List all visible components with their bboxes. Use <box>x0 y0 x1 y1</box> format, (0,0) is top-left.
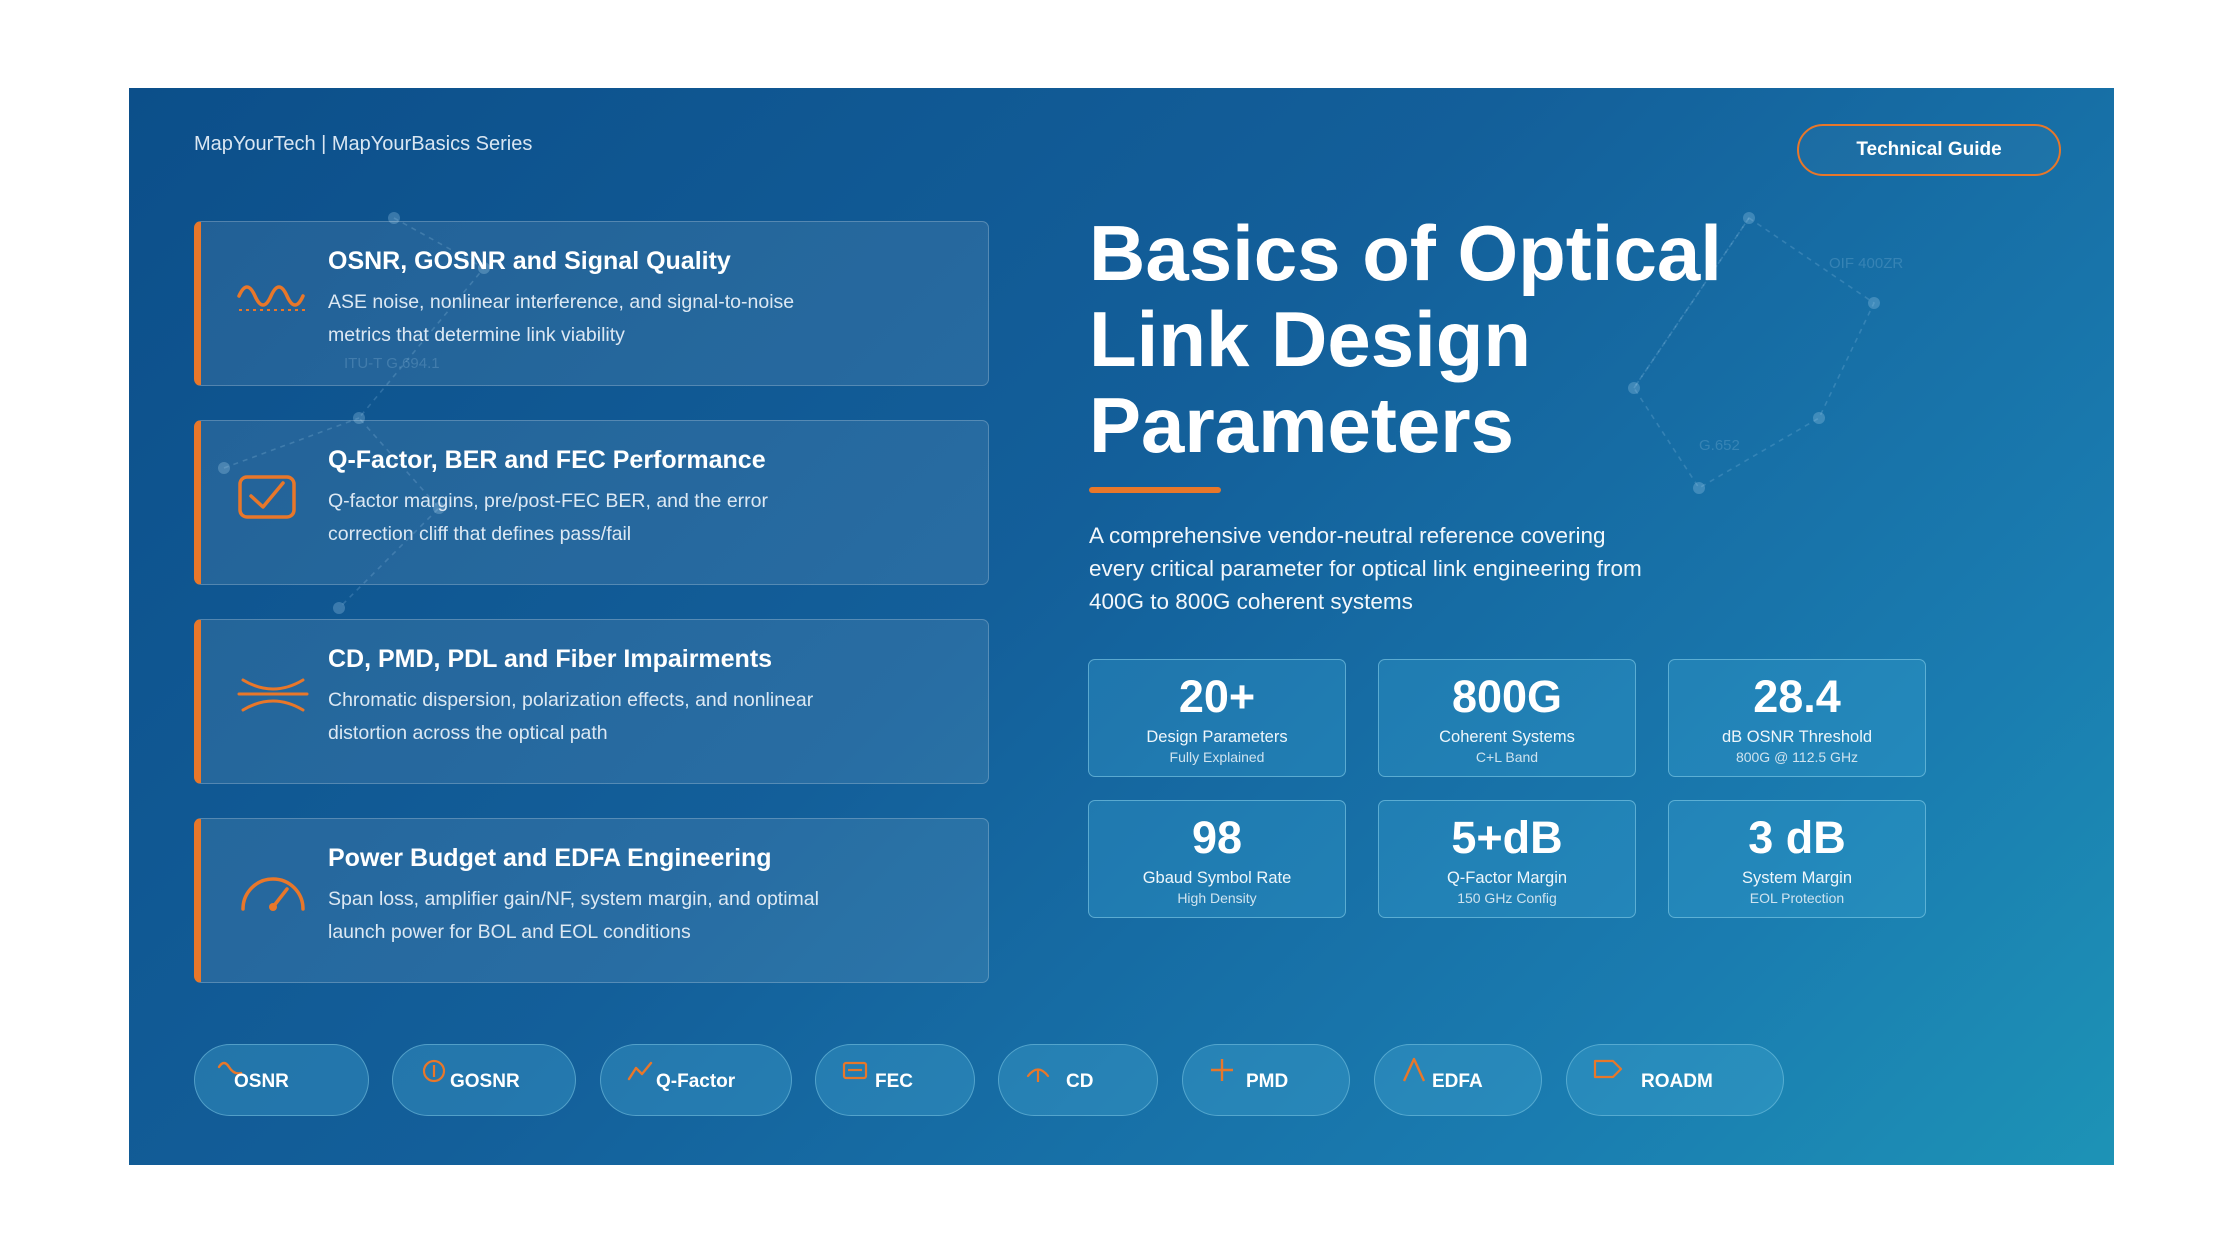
page-title: Basics of Optical Link Design Parameters <box>1089 209 1722 469</box>
stat-card: 28.4 dB OSNR Threshold 800G @ 112.5 GHz <box>1668 659 1926 777</box>
page-subtitle: A comprehensive vendor-neutral reference… <box>1089 523 1642 614</box>
topic-card-qfactor[interactable]: Q-Factor, BER and FEC Performance Q-fact… <box>194 420 989 585</box>
topic-description: Span loss, amplifier gain/NF, system mar… <box>328 888 819 943</box>
stat-sublabel: EOL Protection <box>1749 890 1845 906</box>
topic-card-osnr[interactable]: OSNR, GOSNR and Signal Quality ASE noise… <box>194 221 989 386</box>
stat-card: 3 dB System Margin EOL Protection <box>1668 800 1926 918</box>
node-icon <box>1593 1059 1623 1079</box>
dispersion-icon <box>237 678 309 712</box>
slide: ITU-T G.694.1 OIF 400ZR G.652 MapYourTec… <box>129 88 2114 1165</box>
gauge-icon <box>241 877 305 911</box>
wave-icon <box>217 1061 243 1075</box>
topic-description: Chromatic dispersion, polarization effec… <box>328 689 814 744</box>
stat-card: 5+dB Q-Factor Margin 150 GHz Config <box>1378 800 1636 918</box>
technical-guide-button[interactable]: Technical Guide <box>1797 124 2061 176</box>
tag-label: FEC <box>875 1071 913 1092</box>
stat-card: 20+ Design Parameters Fully Explained <box>1088 659 1346 777</box>
stat-sublabel: 150 GHz Config <box>1457 890 1557 906</box>
bg-label-oif: OIF 400ZR <box>1829 255 1903 272</box>
topic-description: Q-factor margins, pre/post-FEC BER, and … <box>328 490 768 545</box>
bg-label-itu: ITU-T G.694.1 <box>344 355 440 372</box>
tag-label: PMD <box>1246 1071 1289 1092</box>
stat-label: Coherent Systems <box>1439 728 1575 746</box>
stat-label: System Margin <box>1741 869 1853 887</box>
stat-label: Design Parameters <box>1146 728 1288 746</box>
chart-line-icon <box>627 1061 653 1081</box>
tag-label: Q-Factor <box>656 1071 736 1092</box>
stat-sublabel: High Density <box>1177 890 1257 906</box>
brand-label: MapYourTech | MapYourBasics Series <box>194 133 533 155</box>
tag-gosnr[interactable]: GOSNR <box>392 1044 576 1116</box>
tag-edfa[interactable]: EDFA <box>1374 1044 1542 1116</box>
stat-card: 98 Gbaud Symbol Rate High Density <box>1088 800 1346 918</box>
tag-fec[interactable]: FEC <box>815 1044 975 1116</box>
arrow-up-icon <box>1026 1068 1050 1082</box>
wave-icon <box>237 285 307 311</box>
stat-value: 20+ <box>1178 671 1256 722</box>
tag-label: CD <box>1066 1071 1094 1092</box>
info-icon <box>422 1059 446 1083</box>
topic-title: Power Budget and EDFA Engineering <box>328 844 772 872</box>
stat-sublabel: Fully Explained <box>1169 749 1265 765</box>
stat-value: 3 dB <box>1748 812 1846 863</box>
box-icon <box>842 1061 868 1080</box>
tag-q-factor[interactable]: Q-Factor <box>600 1044 792 1116</box>
topic-title: Q-Factor, BER and FEC Performance <box>328 446 766 474</box>
tag-roadm[interactable]: ROADM <box>1566 1044 1784 1116</box>
bg-label-g652: G.652 <box>1699 437 1740 454</box>
tag-label: EDFA <box>1432 1071 1483 1092</box>
topic-card-impairments[interactable]: CD, PMD, PDL and Fiber Impairments Chrom… <box>194 619 989 784</box>
plus-icon <box>1211 1059 1233 1081</box>
stat-sublabel: 800G @ 112.5 GHz <box>1735 749 1859 765</box>
network-background: ITU-T G.694.1 OIF 400ZR G.652 <box>218 212 1903 614</box>
stat-value: 5+dB <box>1451 812 1563 863</box>
topic-description: ASE noise, nonlinear interference, and s… <box>328 291 795 346</box>
tag-cd[interactable]: CD <box>998 1044 1158 1116</box>
stat-label: Q-Factor Margin <box>1446 869 1568 887</box>
stat-label: dB OSNR Threshold <box>1721 728 1873 746</box>
tag-label: GOSNR <box>450 1071 520 1092</box>
tag-label: OSNR <box>234 1071 289 1092</box>
title-underline <box>1089 487 1221 493</box>
tag-osnr[interactable]: OSNR <box>194 1044 369 1116</box>
stat-label: Gbaud Symbol Rate <box>1142 869 1292 887</box>
topic-card-power-budget[interactable]: Power Budget and EDFA Engineering Span l… <box>194 818 989 983</box>
tag-label: ROADM <box>1641 1071 1713 1092</box>
stat-value: 98 <box>1191 812 1243 863</box>
checkbox-icon <box>238 475 296 519</box>
stat-sublabel: C+L Band <box>1475 749 1539 765</box>
stat-value: 800G <box>1451 671 1563 722</box>
topic-title: CD, PMD, PDL and Fiber Impairments <box>328 645 773 673</box>
amplifier-icon <box>1402 1057 1426 1082</box>
tag-pmd[interactable]: PMD <box>1182 1044 1350 1116</box>
topic-title: OSNR, GOSNR and Signal Quality <box>328 247 731 275</box>
stat-card: 800G Coherent Systems C+L Band <box>1378 659 1636 777</box>
stat-value: 28.4 <box>1753 671 1841 722</box>
